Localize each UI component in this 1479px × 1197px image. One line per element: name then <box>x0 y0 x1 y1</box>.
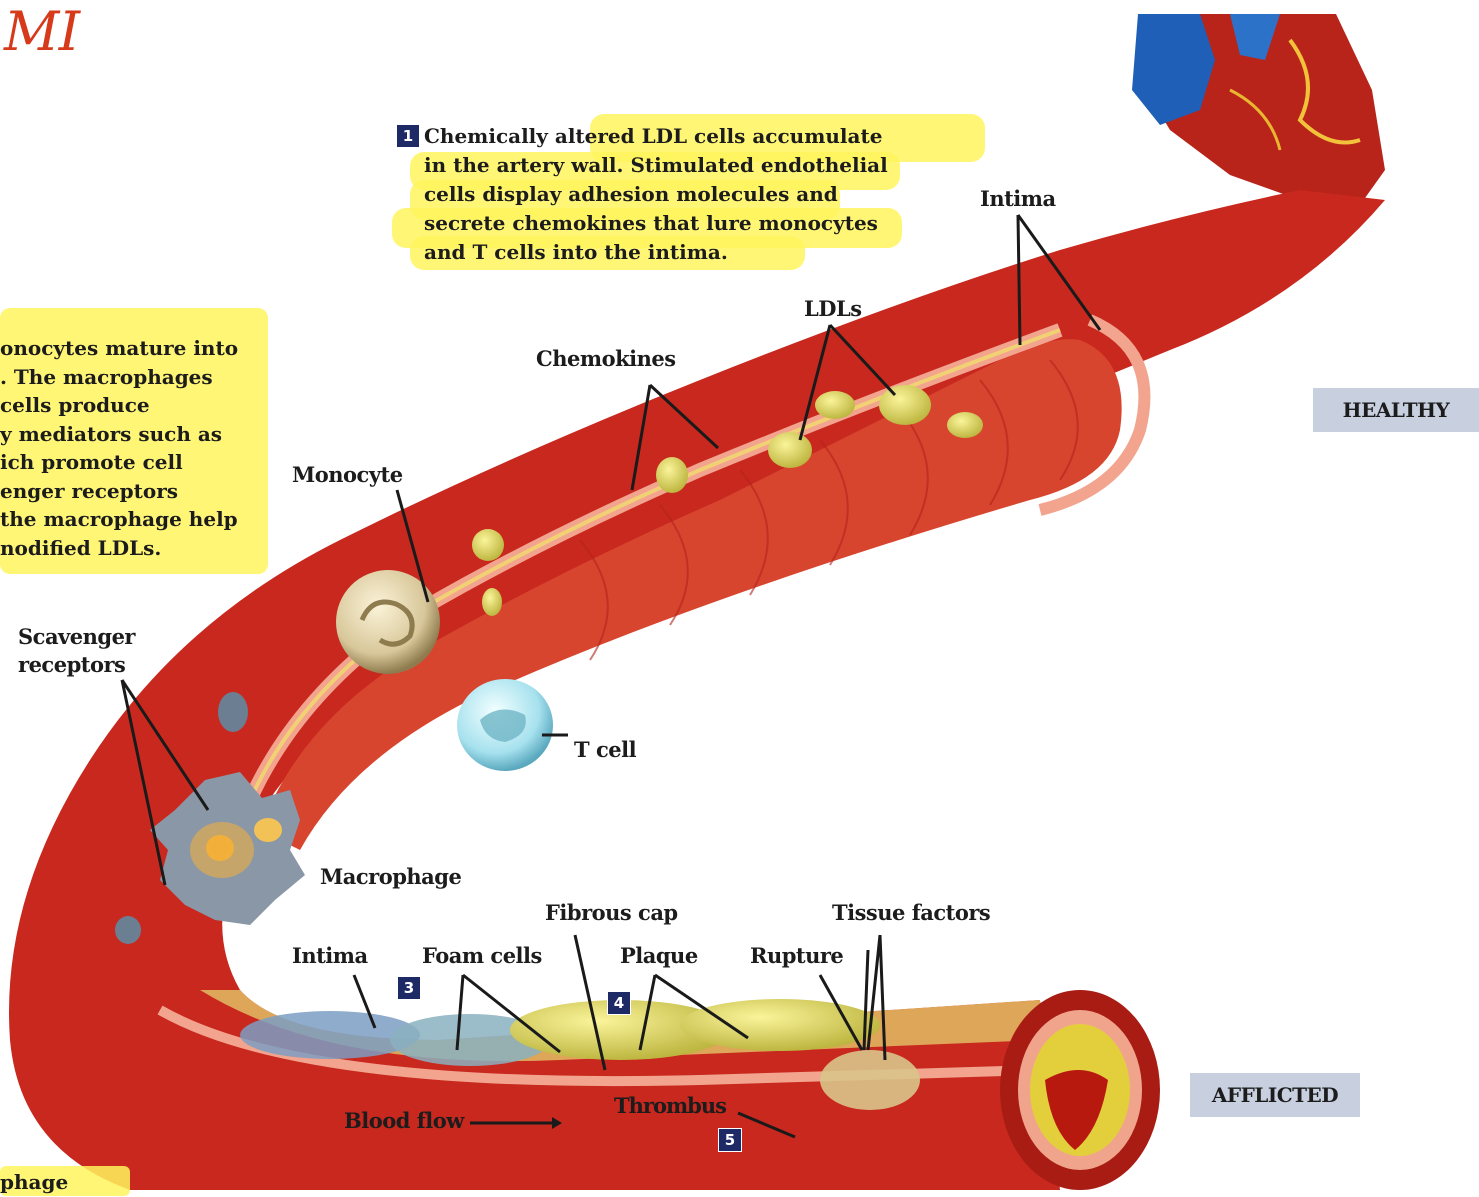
step-2-line: onocytes mature into <box>0 334 238 363</box>
step-2-line: nodified LDLs. <box>0 534 238 563</box>
step-2-line: cells produce <box>0 391 238 420</box>
t-cell <box>457 679 553 771</box>
label-rupture: Rupture <box>750 943 843 968</box>
label-intima-top: Intima <box>980 186 1056 211</box>
label-macrophage: Macrophage <box>320 864 461 889</box>
label-fibrous-cap: Fibrous cap <box>545 900 678 925</box>
step-1-line: cells display adhesion molecules and <box>424 180 888 209</box>
label-scavenger-1: Scavenger <box>18 624 135 649</box>
step-3-badge: 3 <box>397 976 421 1000</box>
step-1-line: secrete chemokines that lure monocytes <box>424 209 888 238</box>
corner-mark: MI <box>4 0 80 63</box>
label-monocyte: Monocyte <box>292 462 403 487</box>
step-5-badge: 5 <box>718 1128 742 1152</box>
step-2-line: ich promote cell <box>0 448 238 477</box>
label-ldls: LDLs <box>804 296 862 321</box>
label-plaque: Plaque <box>620 943 698 968</box>
label-tissue-factors: Tissue factors <box>832 900 990 925</box>
step-2-line: . The macrophages <box>0 363 238 392</box>
step-1-line: Chemically altered LDL cells accumulate <box>424 122 888 151</box>
step-4-badge: 4 <box>607 991 631 1015</box>
step-2-text: onocytes mature into . The macrophages c… <box>0 334 238 562</box>
label-intima-bottom: Intima <box>292 943 368 968</box>
step-2-line: y mediators such as <box>0 420 238 449</box>
label-blood-flow: Blood flow <box>344 1108 464 1133</box>
step-1-line: in the artery wall. Stimulated endotheli… <box>424 151 888 180</box>
label-t-cell: T cell <box>574 737 636 762</box>
step-2-line: enger receptors <box>0 477 238 506</box>
label-foam-cells: Foam cells <box>422 943 542 968</box>
label-chemokines: Chemokines <box>536 346 676 371</box>
heart-illustration <box>1132 14 1385 205</box>
bottom-fragment-text: phage <box>0 1168 68 1197</box>
step-1-badge: 1 <box>396 124 420 148</box>
tag-healthy: HEALTHY <box>1313 388 1479 432</box>
step-1-line: and T cells into the intima. <box>424 238 888 267</box>
label-thrombus: Thrombus <box>614 1093 726 1118</box>
step-2-line: the macrophage help <box>0 505 238 534</box>
label-scavenger-2: receptors <box>18 652 125 677</box>
tag-afflicted: AFFLICTED <box>1190 1073 1360 1117</box>
step-1-text: Chemically altered LDL cells accumulate … <box>424 122 888 267</box>
